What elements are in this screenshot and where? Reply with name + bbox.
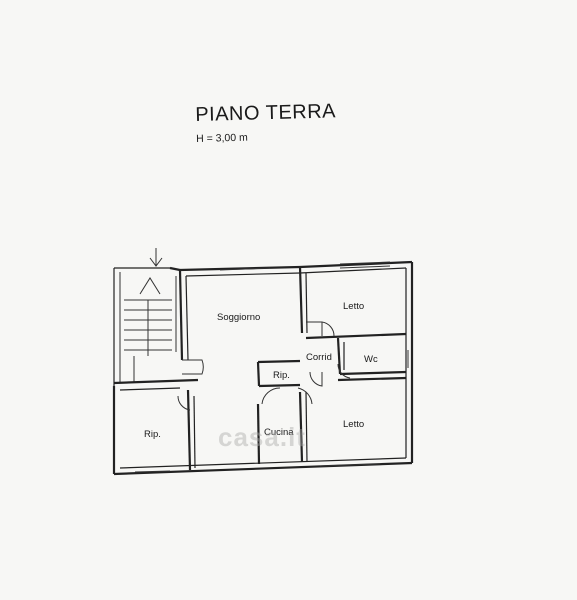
- label-wc: Wc: [364, 354, 378, 365]
- label-cucina: Cucina: [264, 427, 294, 438]
- label-ripostiglio-left: Rip.: [144, 429, 161, 440]
- stairwell: [119, 248, 177, 382]
- door-swings: [177, 321, 351, 411]
- windows: [134, 261, 409, 473]
- watermark: casa.it: [218, 422, 306, 452]
- label-letto-top: Letto: [343, 301, 364, 312]
- interior-walls: [113, 266, 407, 471]
- label-ripostiglio-small: Rip.: [273, 370, 290, 381]
- label-soggiorno: Soggiorno: [217, 312, 260, 323]
- label-corridoio: Corrid: [306, 352, 332, 363]
- label-letto-bottom: Letto: [343, 419, 364, 430]
- room-labels: Soggiorno Letto Corrid Wc Rip. Rip. Cuci…: [144, 301, 378, 440]
